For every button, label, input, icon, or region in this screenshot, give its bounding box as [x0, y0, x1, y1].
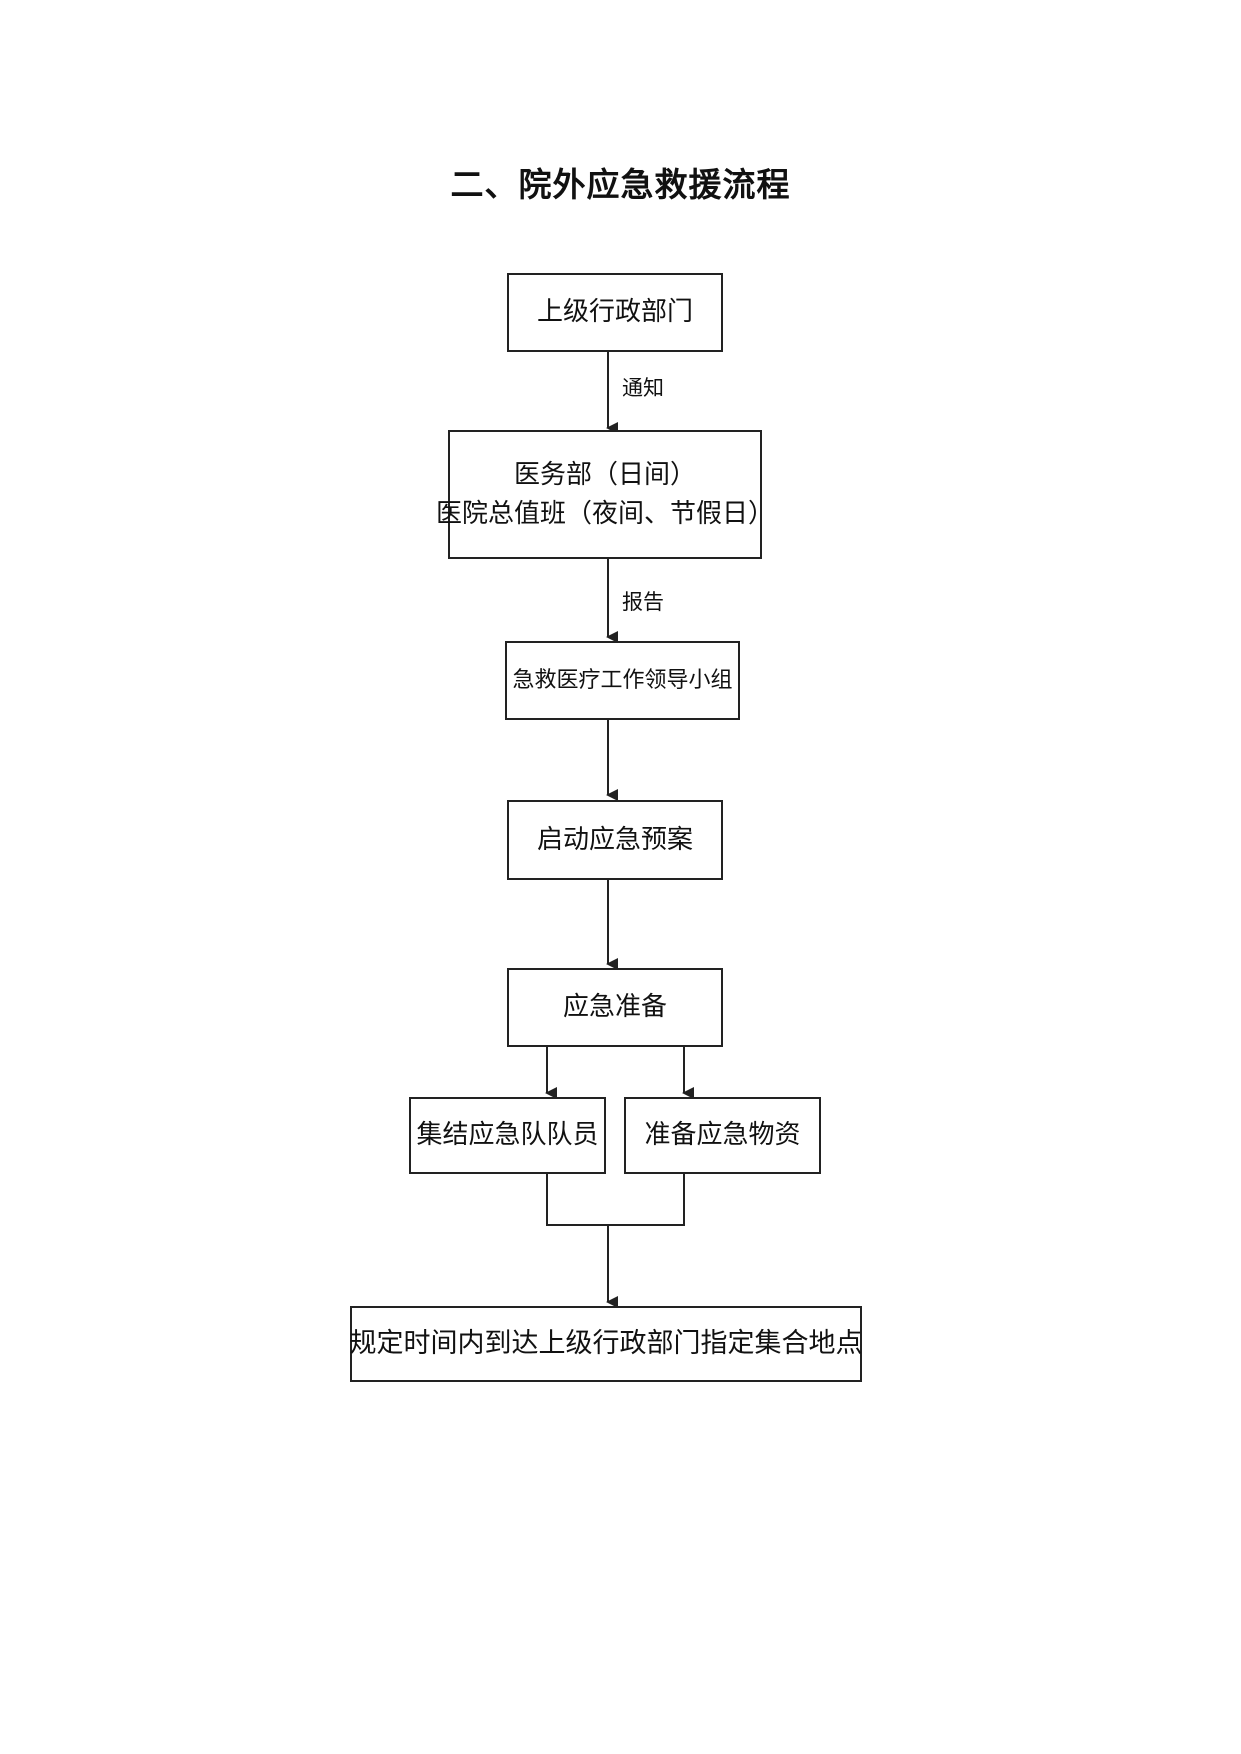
- node-label: 启动应急预案: [536, 824, 693, 855]
- edge-label-report: 报告: [622, 590, 664, 614]
- node-assemble-team: 集结应急队队员: [409, 1097, 606, 1174]
- node-label-line1: 医务部（日间）: [513, 459, 696, 490]
- node-label: 上级行政部门: [536, 297, 693, 327]
- node-label: 急救医疗工作领导小组: [512, 668, 733, 693]
- page-title: 二、院外应急救援流程: [450, 165, 791, 204]
- node-emergency-prepare: 应急准备: [507, 968, 723, 1047]
- node-medical-department: 医务部（日间） 医院总值班（夜间、节假日）: [436, 430, 774, 559]
- node-arrive-assembly-point: 规定时间内到达上级行政部门指定集合地点: [349, 1306, 863, 1382]
- node-leading-group: 急救医疗工作领导小组: [505, 641, 740, 720]
- node-label: 准备应急物资: [644, 1120, 801, 1150]
- node-label-line2: 医院总值班（夜间、节假日）: [436, 498, 775, 529]
- node-superior-department: 上级行政部门: [507, 273, 723, 352]
- node-label: 规定时间内到达上级行政部门指定集合地点: [349, 1327, 863, 1359]
- node-prepare-supplies: 准备应急物资: [624, 1097, 821, 1174]
- node-label: 应急准备: [562, 992, 667, 1022]
- node-label: 集结应急队队员: [416, 1120, 599, 1150]
- node-start-plan: 启动应急预案: [507, 800, 723, 880]
- edge-label-notify: 通知: [622, 376, 664, 400]
- merge-line: [546, 1174, 685, 1226]
